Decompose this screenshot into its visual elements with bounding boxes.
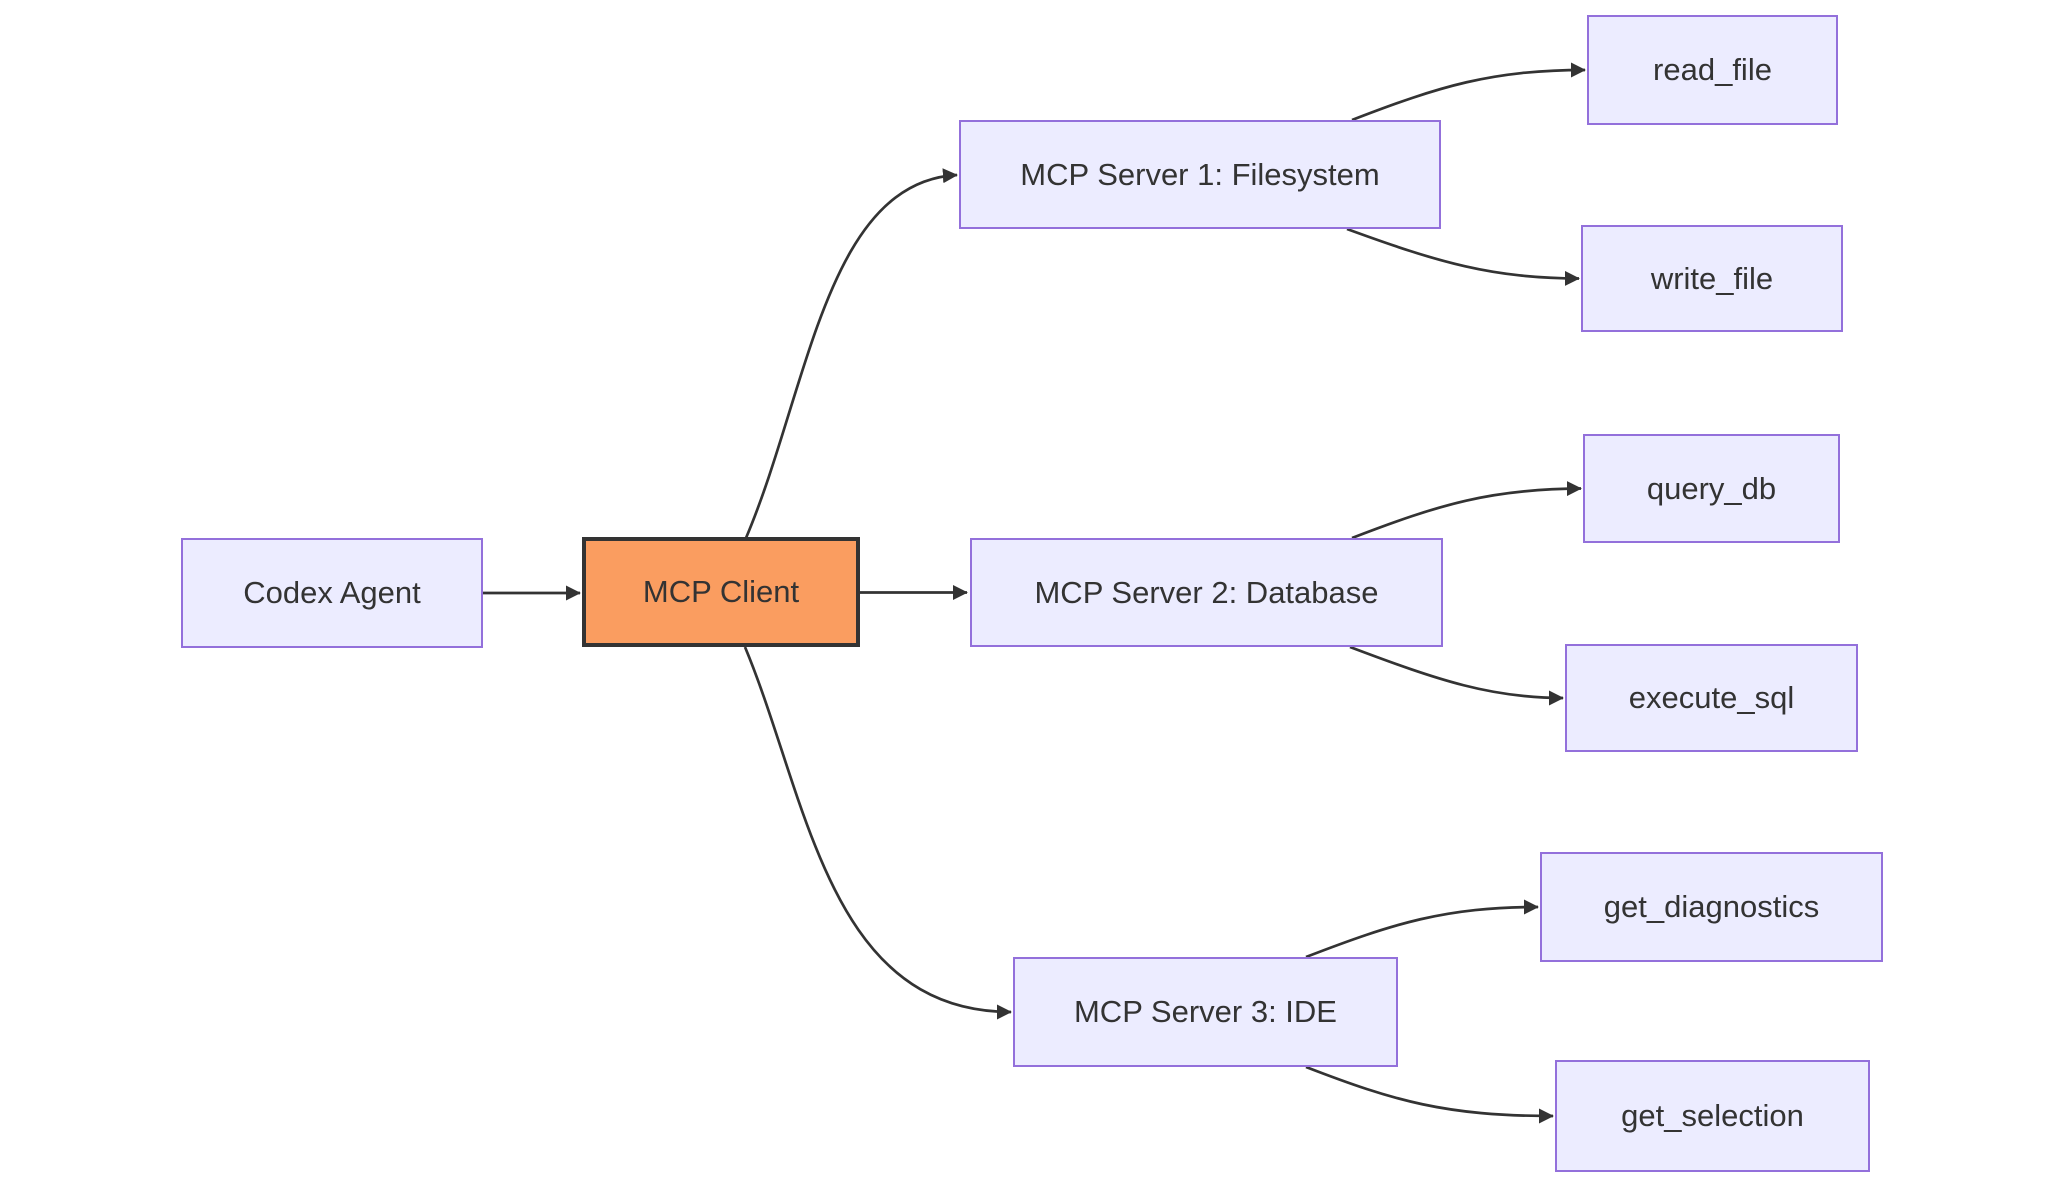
node-execute-sql: execute_sql [1565,644,1858,752]
edge-server-2-to-query-db [1351,481,1582,540]
edge-server-3-to-get-selection [1305,1065,1554,1124]
edge-mcp-client-to-server-3 [743,646,1012,1020]
edge-server-1-to-read-file [1351,62,1586,122]
node-label: write_file [1650,260,1774,296]
edge-mcp-client-to-server-1 [744,168,958,539]
node-label: get_diagnostics [1603,889,1820,925]
node-read-file: read_file [1587,15,1838,125]
node-mcp-server-3-ide: MCP Server 3: IDE [1013,957,1398,1067]
node-mcp-server-2-database: MCP Server 2: Database [970,538,1443,647]
edge-server-1-to-write-file [1346,227,1580,286]
node-mcp-client: MCP Client [582,537,860,647]
node-write-file: write_file [1581,225,1843,332]
edge-server-3-to-get-diagnostics [1305,899,1539,959]
node-label: read_file [1653,52,1772,88]
node-label: MCP Server 1: Filesystem [1020,156,1380,192]
node-label: MCP Server 2: Database [1034,574,1379,610]
edge-server-2-to-execute-sql [1349,645,1564,706]
node-label: query_db [1646,470,1777,506]
node-label: Codex Agent [243,575,421,611]
node-get-selection: get_selection [1555,1060,1870,1172]
node-label: get_selection [1621,1098,1804,1134]
node-label: execute_sql [1628,680,1795,716]
node-codex-agent: Codex Agent [181,538,483,648]
node-label: MCP Client [642,574,800,610]
node-get-diagnostics: get_diagnostics [1540,852,1883,962]
node-mcp-server-1-filesystem: MCP Server 1: Filesystem [959,120,1441,229]
node-label: MCP Server 3: IDE [1073,994,1337,1030]
node-query-db: query_db [1583,434,1840,543]
